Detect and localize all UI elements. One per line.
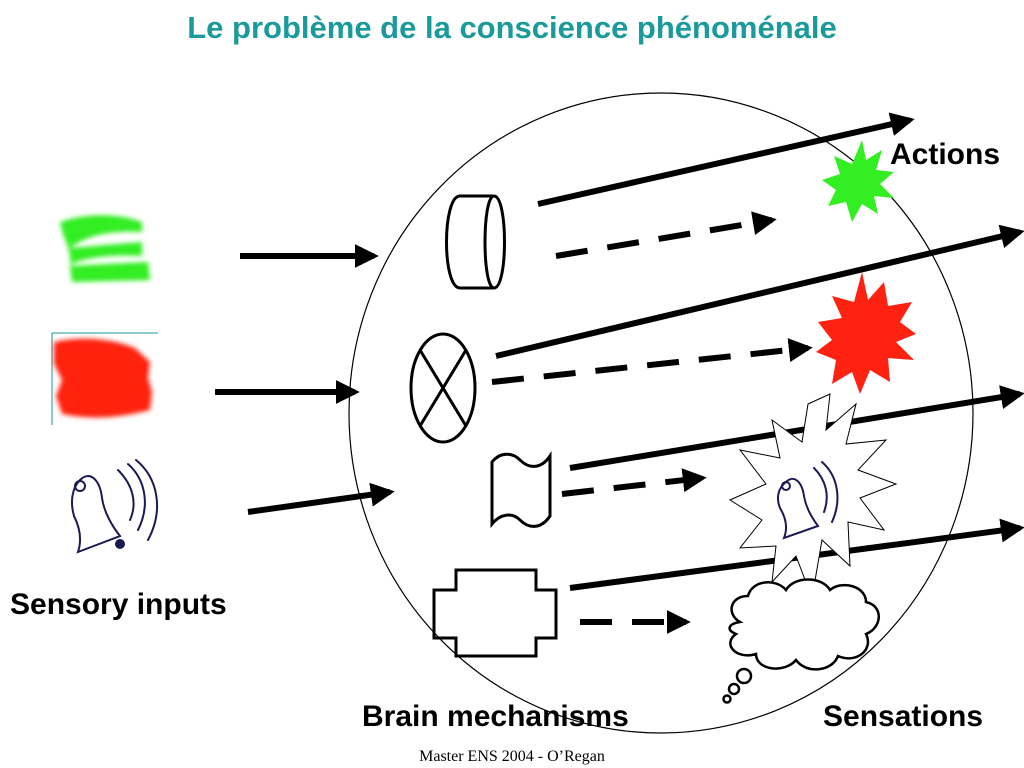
sensation-arrow-3	[561, 468, 707, 497]
input-arrow-bell	[247, 482, 395, 515]
action-arrow-1	[537, 112, 915, 207]
brain-mechanisms-label: Brain mechanisms	[362, 700, 629, 733]
cross-shape-icon	[432, 568, 558, 658]
red-scribble-icon	[51, 332, 158, 425]
bell-starburst-icon	[728, 393, 898, 600]
sensations-label: Sensations	[823, 700, 984, 733]
action-arrow-4	[569, 518, 1024, 591]
ringing-bell-icon	[71, 459, 159, 554]
cylinder-icon	[445, 194, 506, 290]
slide-title: Le problème de la conscience phénoménale	[187, 10, 837, 45]
green-scribble-icon	[60, 215, 150, 282]
sensory-inputs-label: Sensory inputs	[10, 588, 227, 621]
brain-circle	[348, 92, 974, 734]
red-starburst-icon	[816, 272, 916, 394]
sensation-arrow-1	[555, 211, 777, 259]
action-arrow-2	[495, 224, 1024, 359]
flag-icon	[490, 451, 552, 529]
action-arrow-3	[569, 385, 1024, 471]
green-starburst-icon	[822, 140, 894, 222]
slide-footer: Master ENS 2004 - O’Regan	[419, 748, 605, 765]
thought-cloud-icon	[722, 578, 880, 704]
actions-label: Actions	[890, 138, 1001, 171]
sensation-arrow-2	[491, 338, 813, 385]
crossed-circle-icon	[409, 332, 477, 444]
